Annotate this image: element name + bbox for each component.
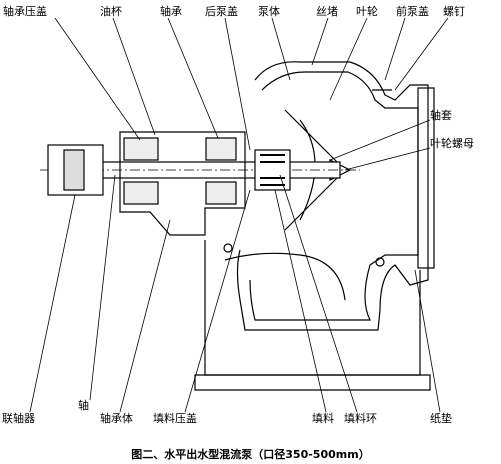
bearing-housing — [119, 131, 246, 236]
discharge-flange — [417, 87, 435, 269]
label-impeller-nut: 叶轮螺母 — [430, 137, 474, 150]
label-shaft-sleeve: 轴套 — [430, 109, 452, 122]
bearing-right-low — [205, 181, 237, 205]
label-front-cover: 前泵盖 — [396, 5, 429, 18]
pump-casing-inner — [249, 71, 419, 321]
packing-box — [254, 149, 291, 191]
label-shaft: 轴 — [78, 399, 89, 412]
label-packing: 填料 — [312, 412, 334, 425]
pump-casing — [236, 61, 429, 331]
label-screw: 螺钉 — [443, 5, 465, 18]
label-bearing: 轴承 — [160, 5, 182, 18]
label-wire-plug: 丝堵 — [316, 5, 338, 18]
label-packing-ring: 填料环 — [344, 412, 377, 425]
label-coupling: 联轴器 — [2, 412, 35, 425]
bearing-right — [205, 137, 237, 161]
label-rear-cover: 后泵盖 — [205, 5, 238, 18]
label-packing-gland: 填料压盖 — [153, 412, 197, 425]
label-pump-body: 泵体 — [258, 5, 280, 18]
label-bearing-body: 轴承体 — [100, 412, 133, 425]
label-gasket: 纸垫 — [430, 412, 452, 425]
label-oil-cup: 油杯 — [100, 5, 122, 18]
label-bearing-gland: 轴承压盖 — [3, 5, 47, 18]
bearing-left — [123, 137, 159, 161]
bearing-left-low — [123, 181, 159, 205]
label-impeller: 叶轮 — [356, 5, 378, 18]
figure-caption: 图二、水平出水型混流泵（口径350-500mm） — [131, 448, 370, 461]
